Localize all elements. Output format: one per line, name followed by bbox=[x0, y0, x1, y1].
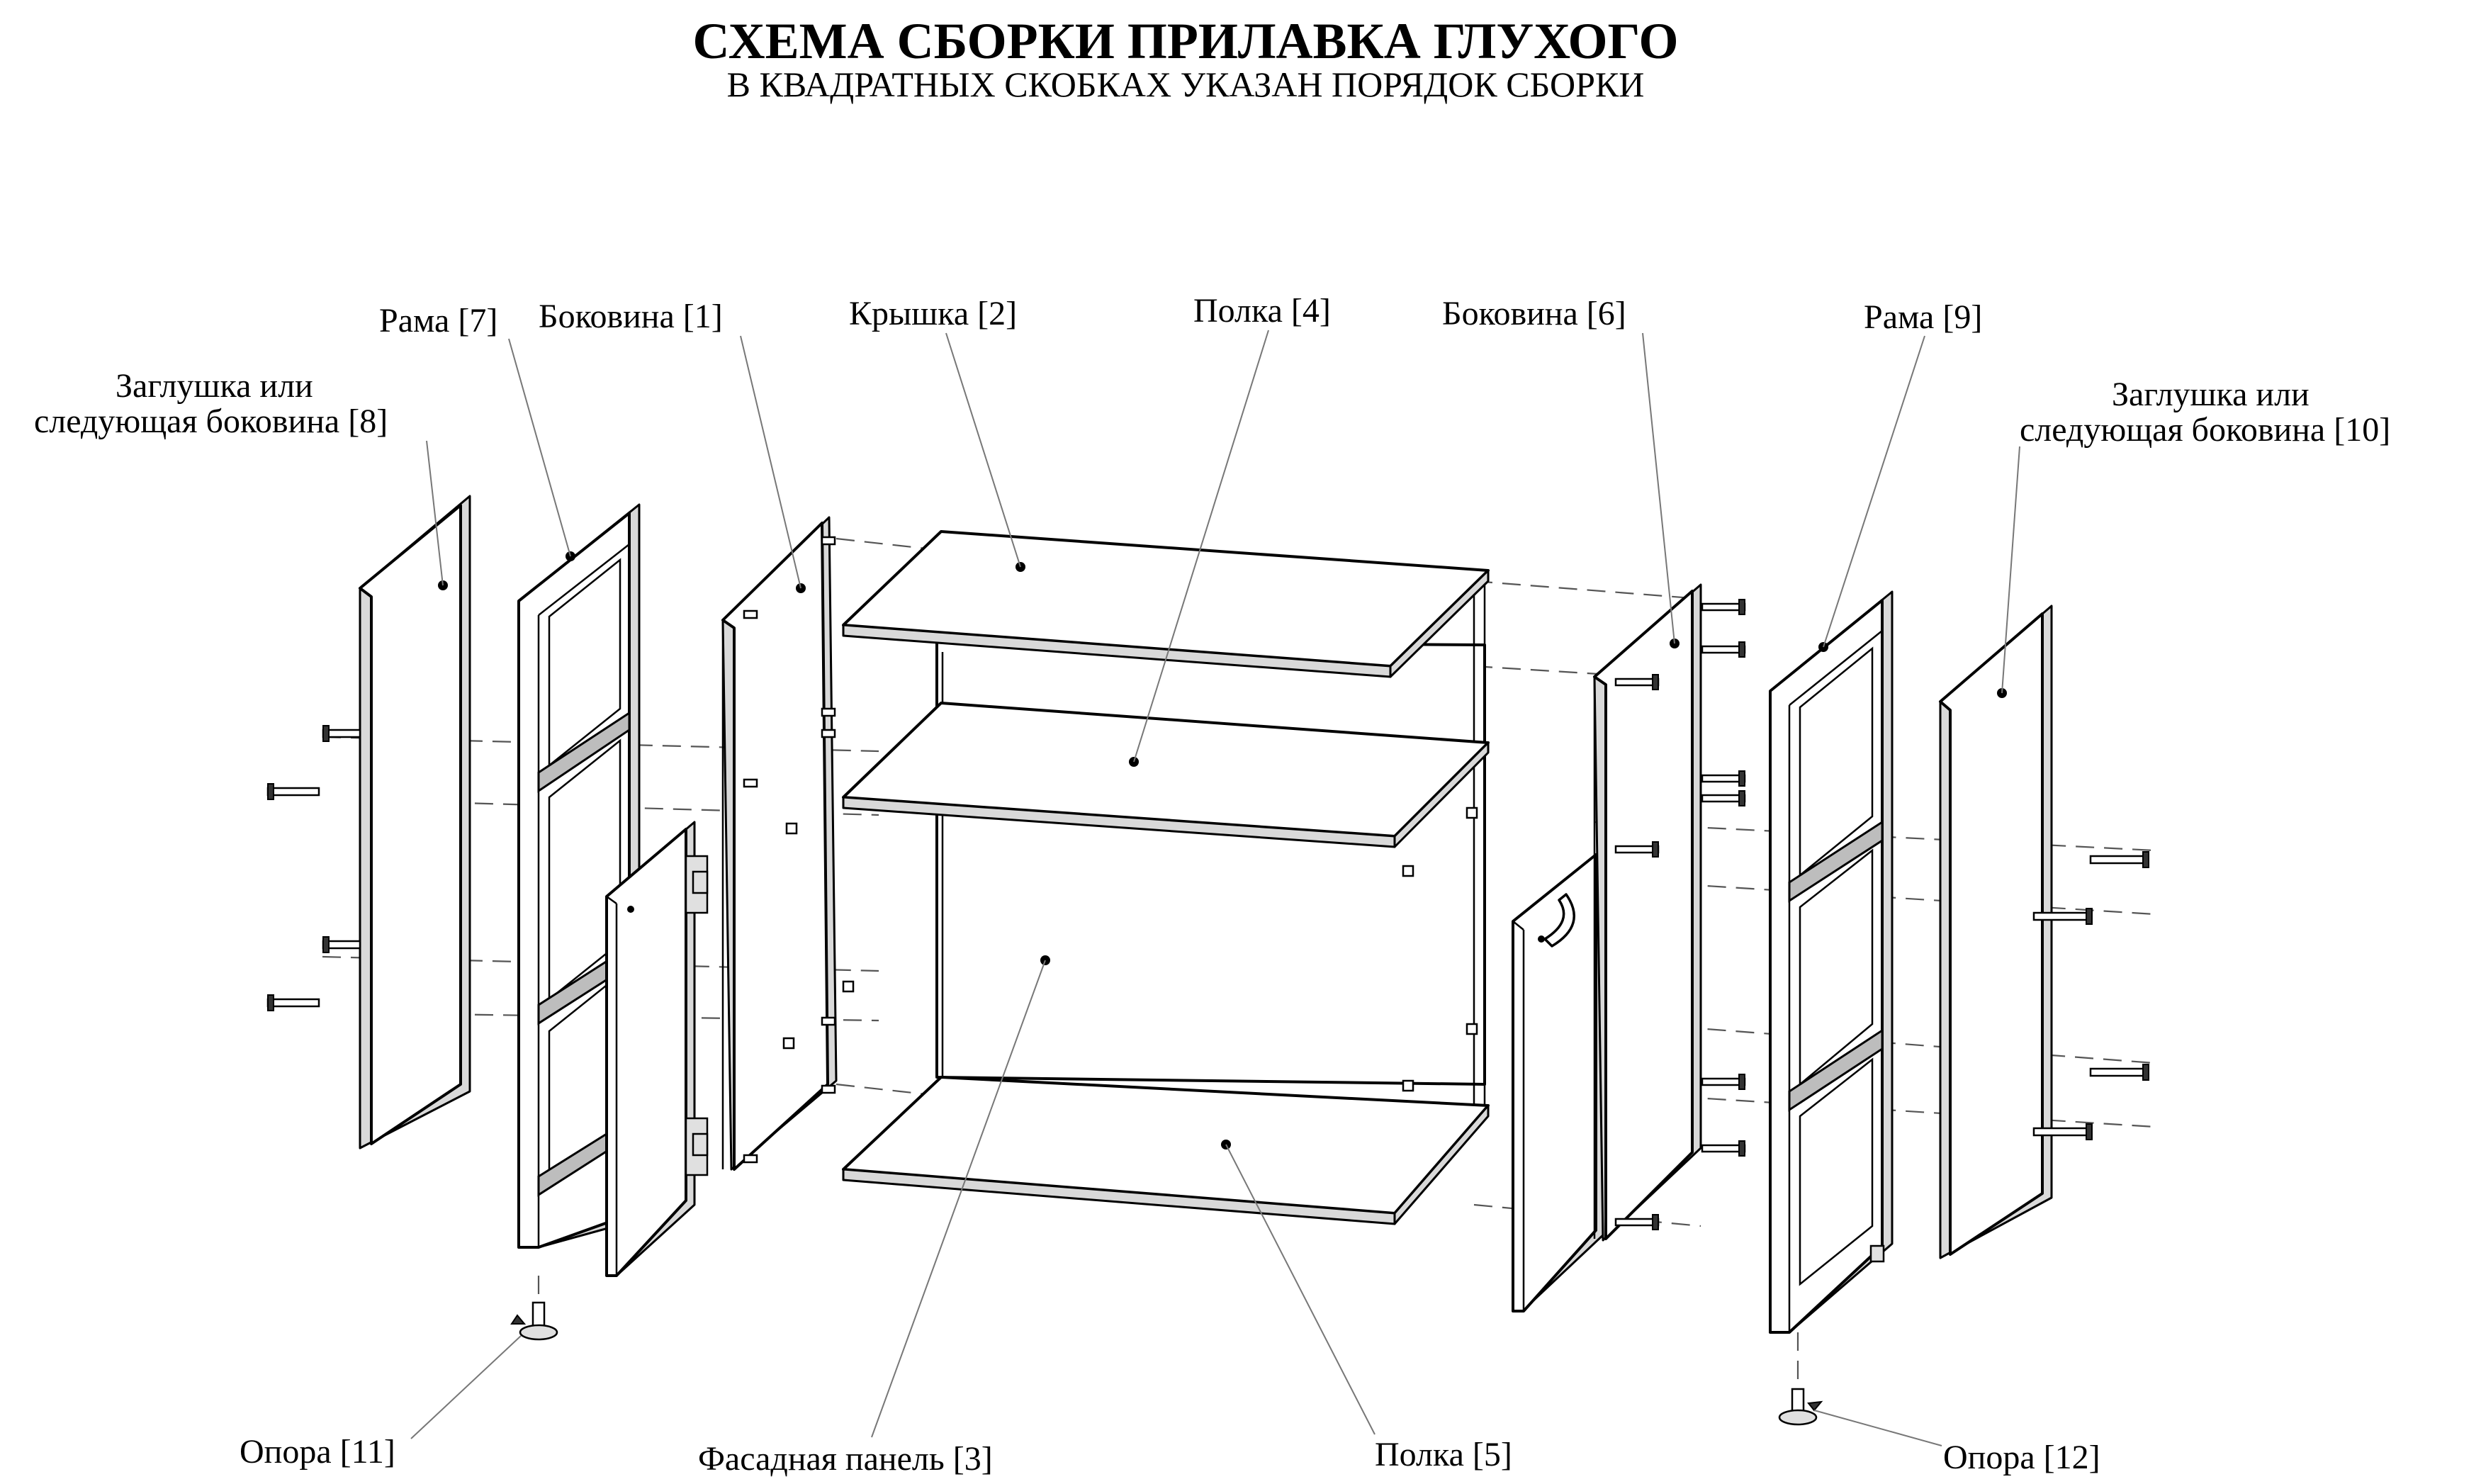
panel-polka-5 bbox=[842, 1076, 1490, 1225]
label-rama-9: Рама [9] bbox=[1864, 298, 1982, 336]
panel-zaglushka-8 bbox=[359, 495, 471, 1149]
door-right bbox=[1512, 849, 1607, 1312]
label-opora-12: Опора [12] bbox=[1943, 1439, 2100, 1476]
label-zaglushka-8-line1: Заглушка или bbox=[116, 367, 313, 405]
leader-lines bbox=[410, 330, 2020, 1446]
panel-bokovina-6 bbox=[1593, 583, 1702, 1242]
panel-bokovina-1 bbox=[721, 516, 838, 1171]
fasteners-center bbox=[1402, 806, 1478, 1092]
screws-left-outer bbox=[266, 725, 361, 1011]
label-zaglushka-10-line2: следующая боковина [10] bbox=[2020, 411, 2390, 449]
frame-rama-9 bbox=[1769, 590, 1894, 1334]
label-polka-5: Полка [5] bbox=[1375, 1436, 1512, 1473]
panel-zaglushka-10 bbox=[1939, 605, 2053, 1259]
label-fasad-3: Фасадная панель [3] bbox=[698, 1440, 993, 1478]
door-left bbox=[605, 821, 709, 1277]
label-kryshka-2: Крышка [2] bbox=[849, 295, 1017, 332]
label-polka-4: Полка [4] bbox=[1193, 292, 1331, 330]
fasteners-bokovina-1 bbox=[743, 536, 855, 1164]
foot-opora-12 bbox=[1778, 1388, 1823, 1426]
panel-polka-4 bbox=[842, 702, 1490, 848]
screws-right-outer bbox=[2032, 851, 2149, 1140]
label-rama-7: Рама [7] bbox=[379, 302, 497, 339]
foot-opora-11 bbox=[510, 1301, 558, 1341]
label-zaglushka-8-line2: следующая боковина [8] bbox=[34, 403, 388, 440]
diagram-title: СХЕМА СБОРКИ ПРИЛАВКА ГЛУХОГО bbox=[692, 13, 1678, 69]
label-bokovina-1: Боковина [1] bbox=[539, 298, 723, 335]
diagram-subtitle: В КВАДРАТНЫХ СКОБКАХ УКАЗАН ПОРЯДОК СБОР… bbox=[727, 64, 1645, 104]
fasteners-bokovina-6 bbox=[1614, 599, 1746, 1230]
label-zaglushka-10-line1: Заглушка или bbox=[2112, 376, 2310, 413]
label-opora-11: Опора [11] bbox=[240, 1433, 395, 1471]
panel-kryshka-2 bbox=[842, 530, 1490, 678]
label-bokovina-6: Боковина [6] bbox=[1442, 295, 1626, 332]
